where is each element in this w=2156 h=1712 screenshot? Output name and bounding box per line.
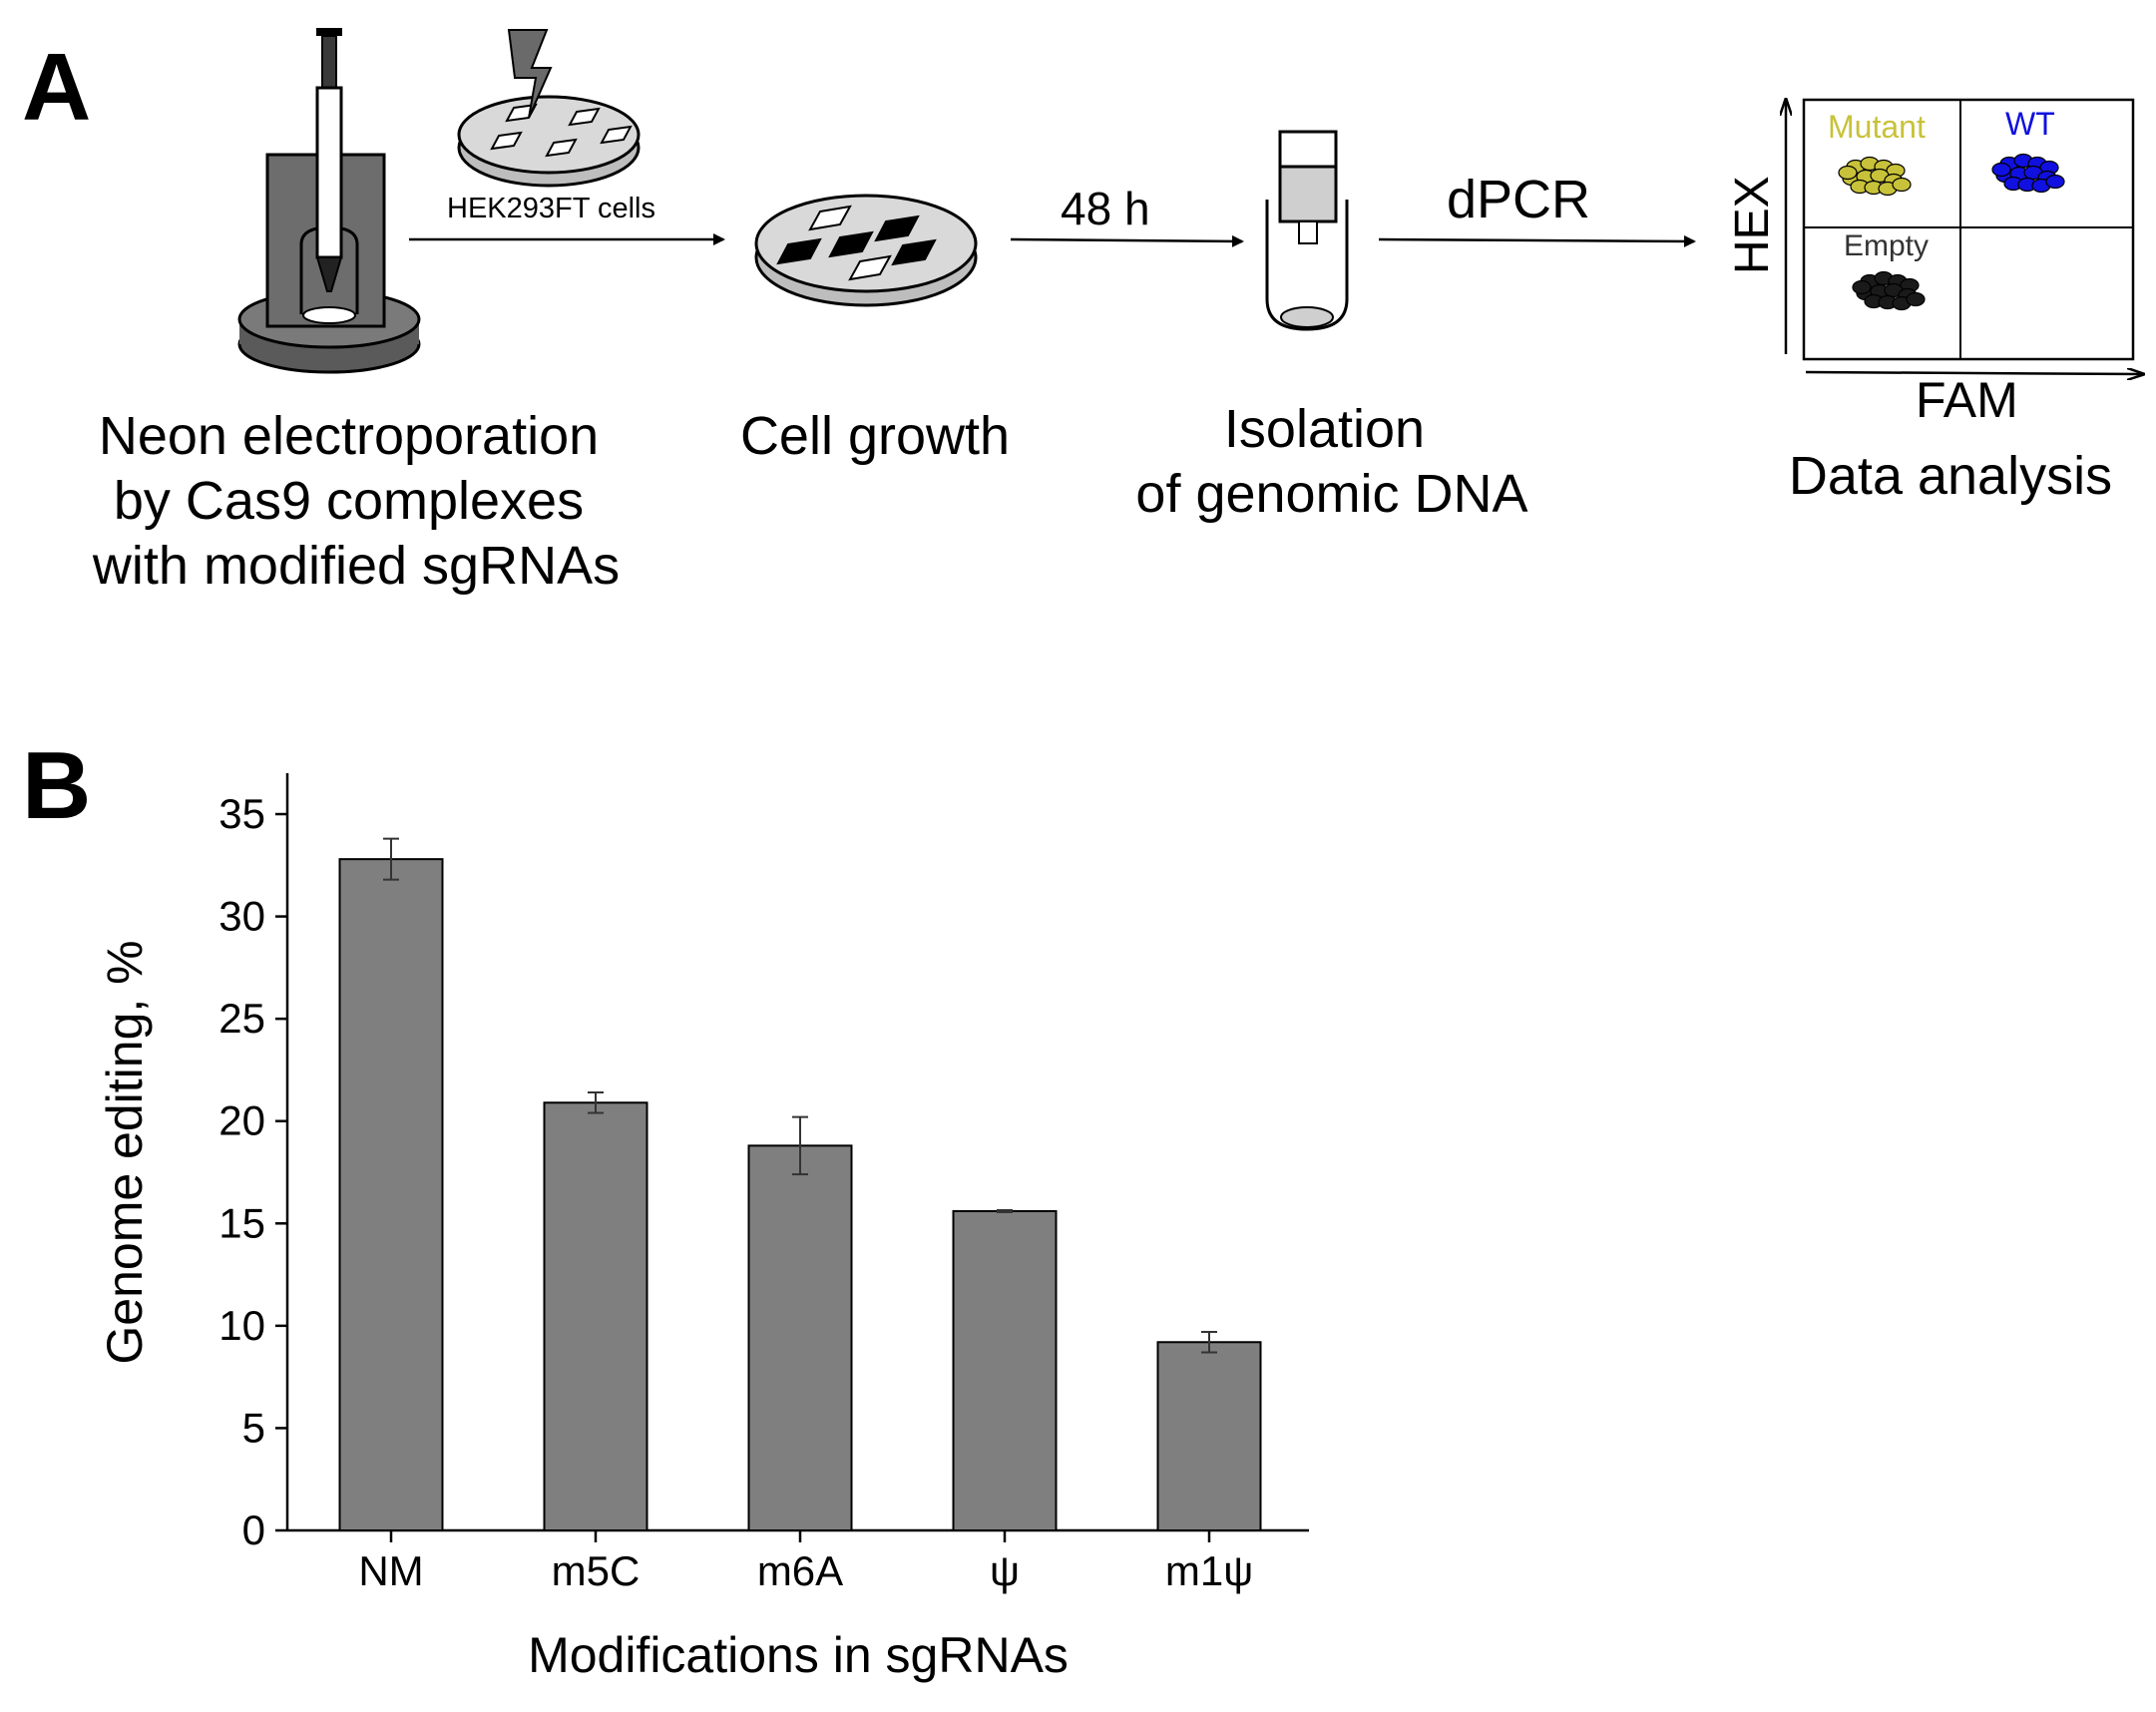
- y-axis-title: Genome editing, %: [97, 940, 153, 1364]
- droplet-cluster-mutant: [1838, 156, 1912, 197]
- tube-icon: [1265, 130, 1349, 331]
- arrow-1: HEK293FT cells: [409, 193, 725, 245]
- droplet-cluster-empty: [1852, 270, 1926, 311]
- quadrant-label-wt: WT: [2005, 106, 2055, 142]
- wt-droplet: [1991, 162, 2011, 178]
- x-tick-label: m5C: [552, 1547, 641, 1594]
- step-2-line-1: Cell growth: [740, 406, 1010, 466]
- lightning-icon: [507, 29, 553, 119]
- mutant-droplet: [1838, 165, 1858, 181]
- x-tick-label: m6A: [757, 1547, 843, 1594]
- step-1-line-2: by Cas9 complexes: [114, 471, 584, 531]
- arrow-1-label: HEK293FT cells: [447, 193, 655, 224]
- bar: [543, 1101, 648, 1531]
- panel-b: B 0 5 10 15 20 25 30 35 NM m5C m6A ψ m1ψ Genome edi…: [22, 732, 1309, 1683]
- electroporation-device-icon: [237, 28, 421, 374]
- dpcr-y-axis-label: HEX: [1726, 176, 1779, 274]
- empty-droplet: [1906, 291, 1926, 307]
- x-tick-label: NM: [358, 1547, 423, 1594]
- x-tick-label: ψ: [990, 1547, 1020, 1594]
- panel-a: A: [22, 28, 2143, 596]
- arrow-3-label: dPCR: [1447, 170, 1590, 229]
- step-4-label: Data analysis: [1789, 446, 2112, 506]
- arrow-2: 48 h: [1010, 183, 1244, 247]
- step-1-label: Neon electroporation by Cas9 complexes w…: [92, 406, 620, 596]
- bar: [338, 858, 444, 1531]
- bars: [338, 837, 1262, 1531]
- arrow-2-label: 48 h: [1061, 183, 1150, 234]
- step-1-line-1: Neon electroporation: [99, 406, 599, 466]
- droplet-cluster-wt: [1991, 153, 2065, 194]
- empty-droplet: [1852, 279, 1872, 295]
- bar: [952, 1209, 1058, 1531]
- x-axis-title: Modifications in sgRNAs: [528, 1627, 1069, 1683]
- step-3-line-1: Isolation: [1224, 399, 1425, 459]
- x-ticks: NM m5C m6A ψ m1ψ: [358, 1530, 1253, 1594]
- y-tick-label: 5: [242, 1404, 265, 1451]
- y-ticks: 0 5 10 15 20 25 30 35: [218, 790, 287, 1553]
- bar-chart: 0 5 10 15 20 25 30 35 NM m5C m6A ψ m1ψ Genome editi…: [97, 773, 1309, 1683]
- mutant-droplet: [1892, 177, 1912, 193]
- step-3-label: Isolation of genomic DNA: [1135, 399, 1527, 524]
- y-tick-label: 30: [218, 893, 265, 940]
- step-4-line-1: Data analysis: [1789, 446, 2112, 506]
- wt-droplet: [2045, 174, 2065, 190]
- y-tick-label: 25: [218, 995, 265, 1042]
- bar: [1156, 1341, 1262, 1531]
- cell-dish-small-icon: [457, 29, 641, 188]
- panel-a-letter: A: [22, 34, 91, 141]
- y-tick-label: 20: [218, 1097, 265, 1144]
- cell-dish-large-icon: [754, 194, 978, 307]
- y-tick-label: 35: [218, 790, 265, 837]
- y-tick-label: 10: [218, 1302, 265, 1349]
- panel-b-letter: B: [22, 732, 91, 839]
- dpcr-plot: HEX FAM Mutant WT Empty: [1726, 100, 2143, 428]
- step-2-label: Cell growth: [740, 406, 1010, 466]
- y-tick-label: 0: [242, 1506, 265, 1553]
- dpcr-x-axis-label: FAM: [1916, 372, 2018, 428]
- quadrant-label-empty: Empty: [1844, 229, 1929, 262]
- step-3-line-2: of genomic DNA: [1135, 464, 1527, 524]
- x-tick-label: m1ψ: [1165, 1547, 1253, 1594]
- step-1-line-3: with modified sgRNAs: [92, 536, 620, 596]
- quadrant-label-mutant: Mutant: [1828, 109, 1926, 145]
- arrow-3: dPCR: [1378, 170, 1696, 247]
- bar: [747, 1144, 853, 1531]
- y-tick-label: 15: [218, 1199, 265, 1246]
